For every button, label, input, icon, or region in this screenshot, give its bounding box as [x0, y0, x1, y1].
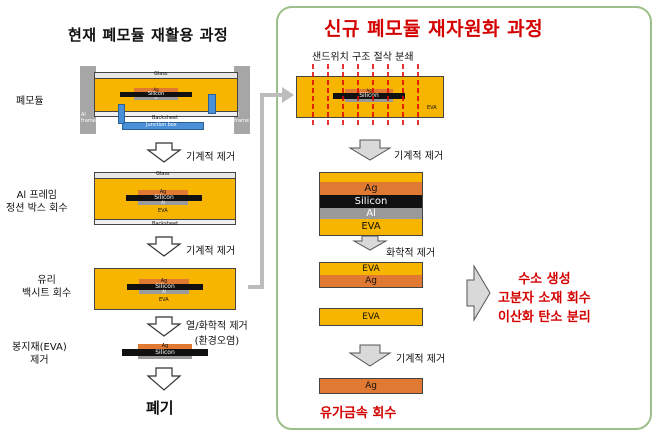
- module-eva-only: Ag Silicon Al EVA: [94, 268, 236, 310]
- right-down-arrow-3: [348, 344, 392, 367]
- stack-eva: EVA: [319, 308, 423, 326]
- al-layer: Al: [139, 290, 189, 294]
- silicon-layer: Silicon: [333, 93, 405, 99]
- left-step-2: 기계적 제거: [186, 246, 236, 257]
- silicon-layer: Silicon: [126, 195, 202, 201]
- ag-band: Ag: [320, 182, 422, 195]
- eva-top-band: [320, 173, 422, 182]
- cut-module: Ag Silicon EVA: [296, 76, 444, 118]
- al-layer: Al: [134, 97, 178, 100]
- al-layer: [345, 99, 393, 102]
- ag-layer: Ag: [138, 190, 188, 195]
- left-down-arrow-3: [146, 316, 182, 337]
- al-layer: [138, 356, 192, 359]
- al-layer: Al: [138, 201, 188, 205]
- connector-arrowhead: [282, 87, 294, 103]
- label-frame-recovery: Al 프레임 정션 박스 회수: [6, 190, 68, 214]
- junction-post-right: [208, 94, 216, 114]
- backsheet-layer: [94, 219, 236, 225]
- ag-layer: Ag: [138, 344, 192, 349]
- backsheet-text: Backsheet: [152, 221, 179, 227]
- left-step-1: 기계적 제거: [186, 152, 236, 163]
- eva-text: EVA: [158, 208, 168, 214]
- left-final-disposal: 폐기: [146, 399, 174, 417]
- stack-full: Ag Silicon Al EVA: [319, 172, 423, 236]
- connector-line: [248, 93, 282, 289]
- right-step-2: 화학적 제거: [386, 248, 436, 259]
- right-side-arrow: [466, 264, 491, 322]
- glass-text: Glass: [156, 171, 170, 177]
- left-down-arrow-1: [146, 142, 182, 163]
- label-eva-removal: 봉지재(EVA) 제거: [12, 342, 67, 366]
- glass-text: Glass: [154, 71, 168, 77]
- silicon-band: Silicon: [320, 195, 422, 208]
- ag-layer: Ag: [345, 89, 393, 93]
- junction-post-left: [118, 104, 125, 124]
- junction-text: Junction box: [146, 122, 177, 128]
- silicon-layer: Silicon: [122, 349, 208, 356]
- al-frame-left: [80, 66, 96, 134]
- ag-layer: Ag: [134, 88, 178, 92]
- silicon-layer: Silicon: [127, 284, 203, 290]
- right-title: 신규 폐모듈 재자원화 과정: [324, 18, 544, 40]
- left-down-arrow-4: [146, 367, 182, 391]
- al-band: Al: [320, 208, 422, 219]
- al-frame-right: [234, 66, 250, 134]
- backsheet-layer: [94, 111, 238, 117]
- right-result: 유가금속 회수: [320, 406, 397, 421]
- eva-band: EVA: [320, 263, 422, 275]
- right-down-arrow-1: [348, 139, 392, 161]
- module-full: Al frame Al frame Glass Ag Silicon Al Ba…: [80, 64, 250, 136]
- module-no-frame: Glass Ag Silicon Al EVA Backsheet: [94, 171, 236, 228]
- module-cell-only: Ag Silicon: [122, 344, 208, 360]
- frame-left-text: Al frame: [81, 112, 96, 124]
- label-glass-recovery: 유리 백시트 회수: [22, 275, 72, 299]
- stack-eva-ag: EVA Ag: [319, 262, 423, 288]
- eva-band: EVA: [320, 219, 422, 235]
- ag-band: Ag: [320, 275, 422, 287]
- left-down-arrow-2: [146, 236, 182, 257]
- left-step-3: 열/화학적 제거 (환경오염): [186, 321, 248, 347]
- right-step-1: 기계적 제거: [394, 151, 444, 162]
- ag-layer: Ag: [139, 279, 189, 284]
- right-step-3: 기계적 제거: [396, 354, 446, 365]
- backsheet-text: Backsheet: [152, 115, 179, 121]
- eva-text: EVA: [159, 297, 169, 303]
- stack-ag: Ag: [319, 378, 423, 394]
- silicon-layer: Silicon: [120, 92, 192, 97]
- left-title: 현재 폐모듈 재활용 과정: [68, 26, 229, 44]
- side-result: 수소 생성 고분자 소재 회수 이산화 탄소 분리: [498, 272, 591, 325]
- cut-label: 샌드위치 구조 절삭 분쇄: [312, 52, 414, 63]
- label-waste-module: 폐모듈: [16, 96, 44, 107]
- right-down-arrow-2: [352, 235, 388, 251]
- junction-box: [122, 122, 204, 130]
- eva-text: EVA: [427, 105, 437, 111]
